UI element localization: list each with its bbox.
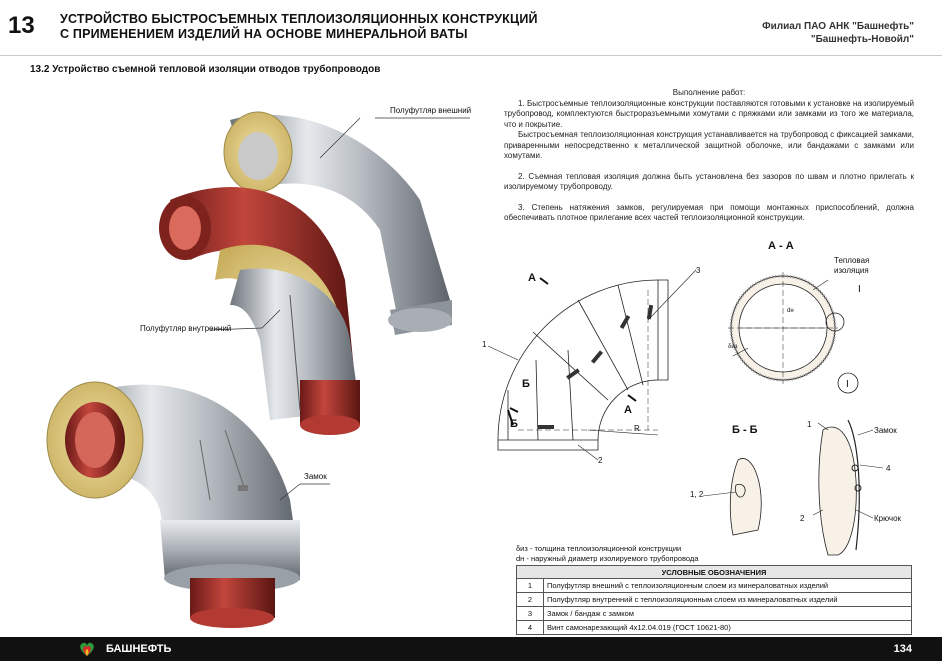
detail-callout-2: 2 [800, 514, 805, 523]
org-line-2: "Башнефть-Новойл" [810, 34, 914, 45]
drawing-callout-1: 1 [482, 340, 487, 349]
detail-mark-aa: I [858, 284, 861, 295]
insulation-label-line-1: Тепловая [834, 256, 870, 265]
label-inner-shell: Полуфутляр внутренний [140, 324, 232, 333]
org-line-1: Филиал ПАО АНК "Башнефть" [762, 21, 914, 32]
section-number: 13 [8, 12, 35, 39]
page-footer: БАШНЕФТЬ 134 [0, 637, 942, 661]
assembled-elbow-figure [46, 381, 300, 628]
section-bb-drawing [702, 458, 762, 536]
page-number: 134 [893, 643, 912, 655]
section-aa-drawing [728, 272, 845, 384]
elbow-illustrations [46, 111, 470, 628]
page-header: 13 УСТРОЙСТВО БЫСТРОСЪЕМНЫХ ТЕПЛОИЗОЛЯЦИ… [0, 0, 942, 52]
notes: δиз - толщина теплоизоляционной конструк… [516, 544, 698, 564]
section-subtitle: 13.2 Устройство съемной тепловой изоляци… [30, 64, 381, 75]
work-paragraph-3: 2. Съемная тепловая изоляция должна быть… [504, 171, 914, 192]
insulation-label-line-2: изоляция [834, 266, 869, 275]
work-paragraph-1: 1. Быстросъемные теплоизоляционные конст… [504, 98, 914, 129]
drawing-callout-3: 3 [696, 266, 701, 275]
mark-r: R [634, 424, 640, 433]
label-lock: Замок [304, 472, 327, 481]
note-line-2: dн - наружный диаметр изолируемого трубо… [516, 554, 699, 563]
section-aa-title: А - А [768, 240, 794, 252]
section-bb-title: Б - Б [732, 424, 758, 436]
detail-label-hook: Крючок [874, 514, 902, 523]
detail-i-drawing [812, 419, 884, 556]
note-line-1: δиз - толщина теплоизоляционной конструк… [516, 544, 682, 553]
detail-label-lock: Замок [874, 426, 897, 435]
mark-a-bottom: А [624, 404, 632, 416]
mark-b-bottom: Б [510, 418, 518, 430]
header-divider [0, 55, 942, 56]
label-outer-shell: Полуфутляр внешний [390, 106, 472, 115]
mark-a-top: А [528, 272, 536, 284]
detail-mark-i: I [846, 379, 849, 390]
elbow-plan-drawing [497, 279, 669, 451]
detail-callout-1: 1 [807, 420, 812, 429]
technical-drawings [487, 269, 884, 556]
inner-half-shell-figure [159, 186, 360, 435]
insulation-label: Тепловая изоляция [834, 256, 869, 276]
organization: Филиал ПАО АНК "Башнефть" "Башнефть-Ново… [762, 20, 914, 46]
page-title: УСТРОЙСТВО БЫСТРОСЪЕМНЫХ ТЕПЛОИЗОЛЯЦИОНН… [60, 12, 538, 42]
drawing-callout-2: 2 [598, 456, 603, 465]
detail-i-marker [837, 372, 859, 394]
work-heading: Выполнение работ: [672, 88, 746, 97]
work-paragraph-4: 3. Степень натяжения замков, регулируема… [504, 202, 914, 223]
brand-name: БАШНЕФТЬ [106, 643, 172, 655]
work-paragraph-2: Быстросъемная теплоизоляционная конструк… [504, 130, 914, 160]
detail-callout-4: 4 [886, 464, 891, 473]
mark-b-top: Б [522, 378, 530, 390]
label-diz: δиз [728, 344, 738, 350]
label-dn: dн [787, 308, 794, 314]
bashneft-logo-icon [80, 642, 94, 656]
title-line-2: С ПРИМЕНЕНИЕМ ИЗДЕЛИЙ НА ОСНОВЕ МИНЕРАЛЬ… [60, 27, 468, 41]
legend-title: УСЛОВНЫЕ ОБОЗНАЧЕНИЯ [516, 565, 912, 579]
title-line-1: УСТРОЙСТВО БЫСТРОСЪЕМНЫХ ТЕПЛОИЗОЛЯЦИОНН… [60, 12, 538, 26]
work-description: Выполнение работ: 1. Быстросъемные тепло… [504, 88, 914, 224]
outer-half-shell-figure [223, 111, 452, 335]
callout-1-2: 1, 2 [690, 490, 704, 499]
